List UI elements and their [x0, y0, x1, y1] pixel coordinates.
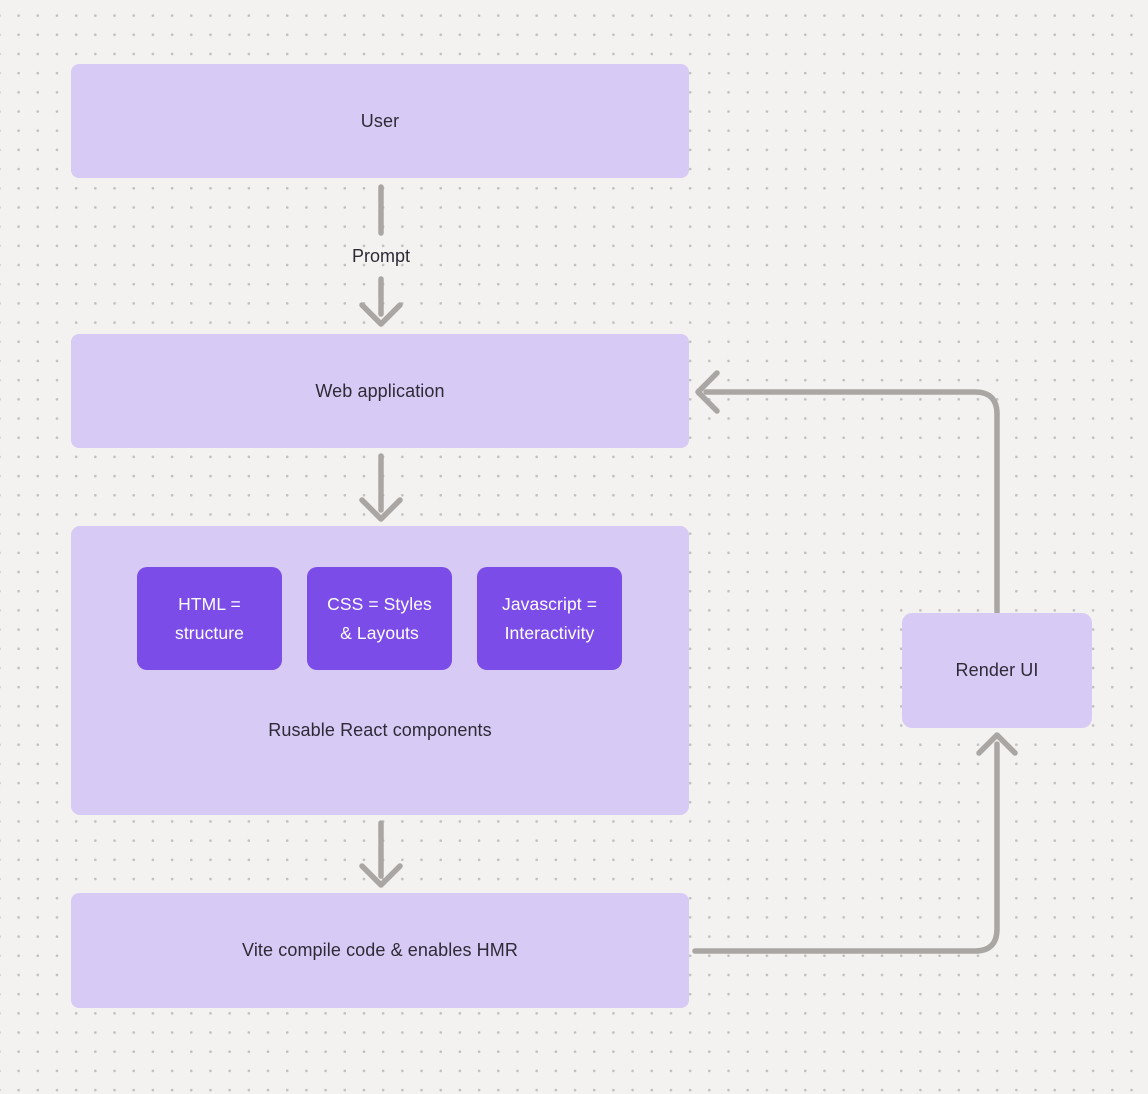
- node-vite: Vite compile code & enables HMR: [71, 893, 689, 1008]
- node-components-group: HTML = structure CSS = Styles & Layouts …: [71, 526, 689, 815]
- node-render-ui: Render UI: [902, 613, 1092, 728]
- chip-css: CSS = Styles & Layouts: [307, 567, 452, 670]
- node-user: User: [71, 64, 689, 178]
- components-group-label: Rusable React components: [268, 720, 492, 740]
- edge-webapp-to-components: [359, 453, 403, 522]
- chip-html: HTML = structure: [137, 567, 282, 670]
- node-user-label: User: [360, 110, 400, 131]
- edge-vite-to-renderui: [692, 732, 1018, 954]
- chip-html-label: HTML = structure: [175, 593, 244, 643]
- edge-renderui-to-webapp: [695, 370, 1000, 615]
- chip-javascript: Javascript = Interactivity: [477, 567, 622, 670]
- node-web-application-label: Web application: [315, 380, 445, 401]
- edge-components-to-vite: [359, 820, 403, 888]
- edge-label-prompt: Prompt: [351, 246, 411, 266]
- node-render-ui-label: Render UI: [955, 660, 1039, 680]
- node-web-application: Web application: [71, 334, 689, 448]
- chip-css-label: CSS = Styles & Layouts: [327, 593, 432, 643]
- chip-javascript-label: Javascript = Interactivity: [501, 593, 598, 643]
- node-vite-label: Vite compile code & enables HMR: [242, 940, 518, 960]
